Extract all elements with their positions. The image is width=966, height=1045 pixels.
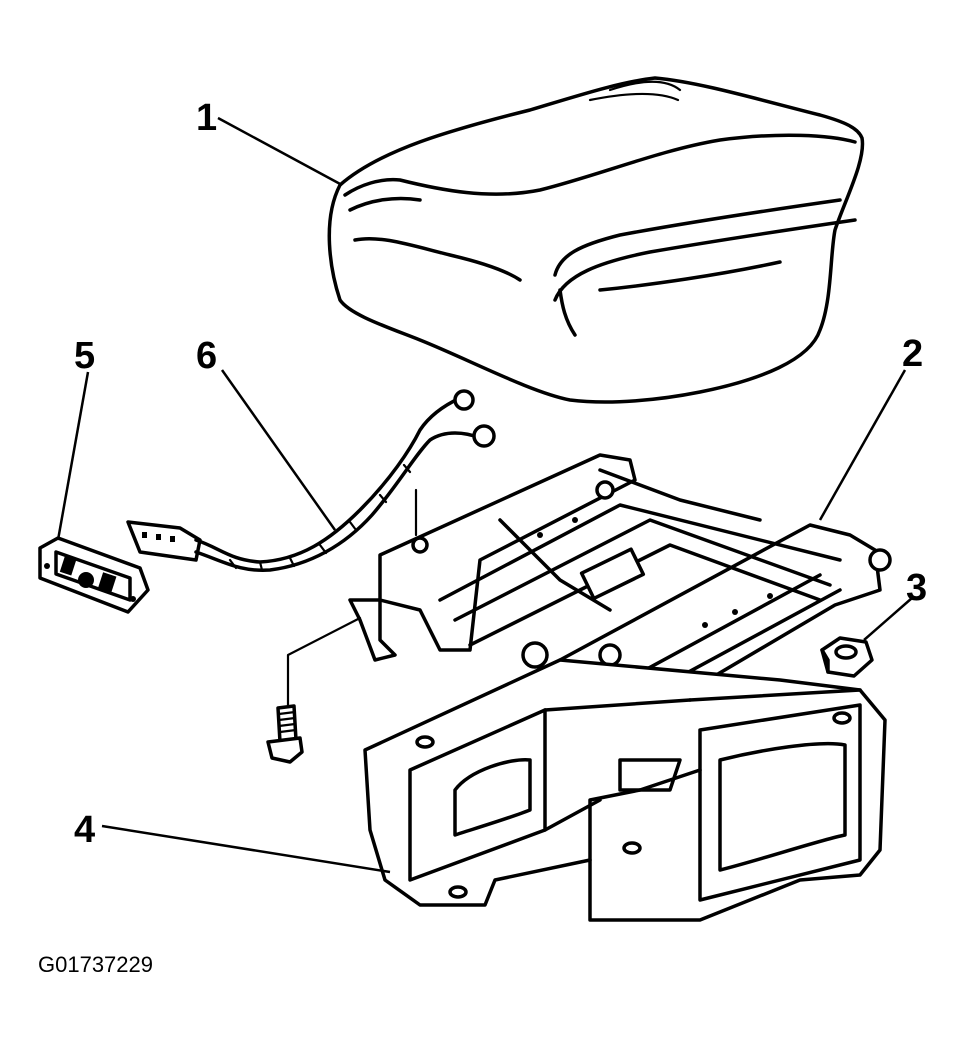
- leader-2: [818, 369, 907, 521]
- callout-4: 4: [74, 809, 95, 851]
- wiring-harness: [126, 389, 496, 572]
- seat-riser: [363, 658, 887, 922]
- leader-4: [101, 824, 391, 874]
- leader-3: [863, 597, 913, 641]
- hex-nut: [820, 636, 874, 678]
- figure-id: G01737229: [38, 952, 153, 977]
- leader-5: [56, 371, 90, 541]
- leader-lines: [56, 116, 913, 874]
- callout-1: 1: [196, 97, 217, 139]
- callout-5: 5: [74, 335, 95, 377]
- callout-2: 2: [902, 333, 923, 375]
- callout-3: 3: [906, 567, 927, 609]
- mounting-bolt: [266, 616, 362, 764]
- leader-1: [217, 116, 343, 187]
- leader-6: [220, 369, 337, 531]
- seat-adjuster-switch: [38, 536, 150, 614]
- callout-6: 6: [196, 335, 217, 377]
- seat-cushion: [327, 76, 865, 404]
